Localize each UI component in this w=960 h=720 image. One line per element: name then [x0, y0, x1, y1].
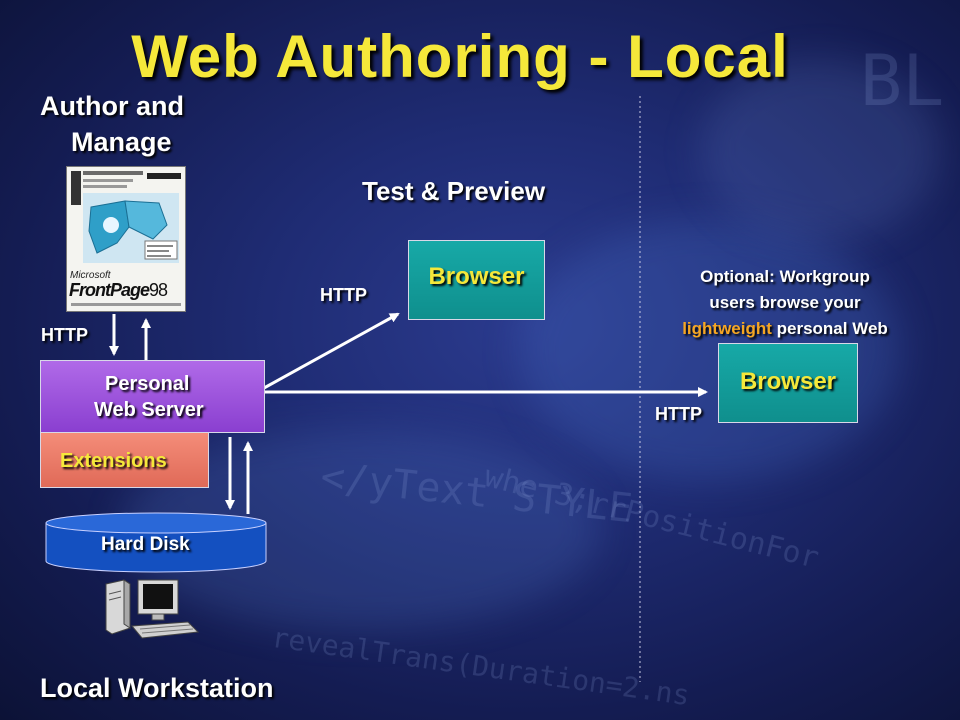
- extensions-box: Extensions: [40, 430, 209, 488]
- http-label-preview: HTTP: [320, 285, 367, 305]
- server-label-line2: Web Server: [94, 399, 204, 421]
- personal-web-server-box: Personal Web Server: [40, 360, 265, 433]
- http-label-remote: HTTP: [655, 404, 702, 424]
- optional-note-line2: users browse your: [709, 293, 861, 312]
- optional-note-line1: Optional: Workgroup: [700, 267, 870, 286]
- server-label: Personal Web Server: [41, 371, 266, 423]
- frontpage-product: FrontPage98: [69, 280, 168, 301]
- local-workstation-heading: Local Workstation: [40, 673, 274, 703]
- optional-note: Optional: Workgroup users browse your li…: [640, 264, 930, 342]
- extensions-label: Extensions: [60, 450, 167, 472]
- author-heading-line2: Manage: [71, 127, 172, 157]
- author-heading: Author and Manage: [40, 88, 184, 160]
- slide-title: Web Authoring - Local: [131, 23, 789, 90]
- server-label-line1: Personal: [105, 373, 190, 395]
- hard-disk-cylinder: [45, 512, 267, 573]
- arrow-server-to-test-browser: [263, 312, 400, 390]
- optional-note-highlight: lightweight: [682, 319, 772, 338]
- frontpage-box-art: [67, 167, 185, 311]
- remote-browser-box: Browser: [718, 343, 858, 423]
- computer-icon: [105, 579, 200, 639]
- optional-note-rest: personal Web: [771, 319, 888, 338]
- frontpage-version: 98: [149, 280, 168, 300]
- test-browser-label: Browser: [428, 263, 525, 290]
- http-label-left: HTTP: [41, 325, 88, 345]
- frontpage-product-box: Microsoft FrontPage98: [66, 166, 186, 312]
- frontpage-product-name: FrontPage: [69, 280, 150, 300]
- test-preview-heading: Test & Preview: [362, 176, 546, 206]
- optional-note-line3: lightweight personal Web: [640, 316, 930, 342]
- test-browser-box: Browser: [408, 240, 545, 320]
- hard-disk-label: Hard Disk: [101, 534, 190, 555]
- frontpage-brand: Microsoft: [70, 270, 111, 281]
- remote-browser-label: Browser: [739, 368, 837, 395]
- author-heading-line1: Author and: [40, 91, 184, 121]
